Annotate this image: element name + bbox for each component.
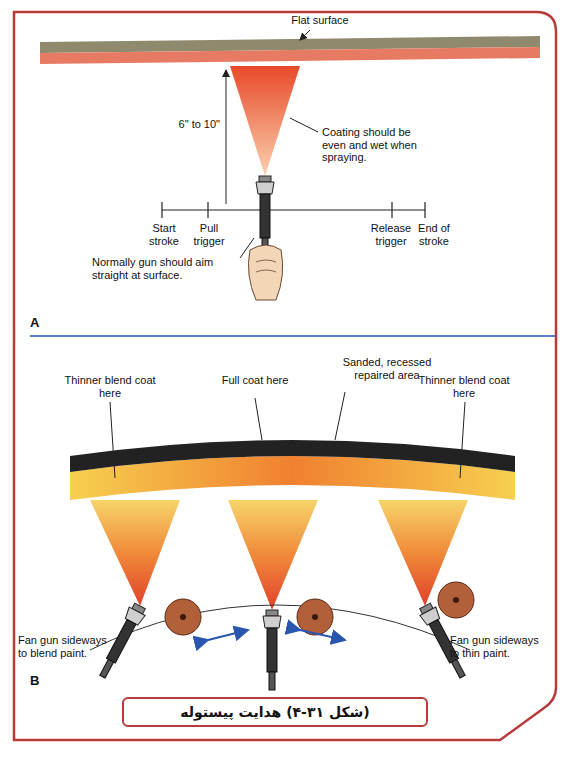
note-label: Normally gun should aim straight at surf… [92,256,240,281]
motion-arrow [300,630,345,640]
panel-letter: A [30,316,50,331]
leader-line [110,402,115,478]
arc-path [90,605,470,650]
stroke-label: Start stroke [140,222,188,247]
distance-arrow [226,70,227,204]
spray-gun [256,176,274,256]
part-label: Thinner blend coat here [416,374,512,399]
leader-line [255,398,262,440]
stroke-line [162,209,425,210]
part-label: Flat surface [275,14,365,27]
spray-cone [230,66,300,176]
leader-line [240,238,254,258]
leader-line [290,118,318,132]
leader-line [460,402,465,478]
hand [248,245,282,300]
stroke-label: Release trigger [362,222,420,247]
frame [14,12,556,740]
stroke-label: Pull trigger [186,222,232,247]
spray-cone [90,500,180,606]
part-label: Full coat here [205,374,305,387]
note-label: Fan gun sideways to blend paint. [18,634,114,659]
panel-layer [70,440,515,472]
panel-letter: B [30,674,50,689]
motion-arrow [208,630,248,640]
spray-cone [228,500,318,610]
dimension-label: 6" to 10" [160,118,220,131]
paint-cup [165,582,474,635]
spray-gun [263,610,281,690]
divider [30,335,556,337]
leader-line [335,392,345,440]
leader-line [300,30,310,40]
surface-bottom [40,47,540,64]
note-label: Coating should be even and wet when spra… [322,126,432,164]
figure-caption: (شکل ۳۱-۴) هدایت پیستوله [122,697,428,727]
stroke-label: End of stroke [410,222,458,247]
part-label: Thinner blend coat here [62,374,158,399]
note-label: Fan gun sideways to thin paint. [450,634,550,659]
stroke-ticks [162,202,425,218]
